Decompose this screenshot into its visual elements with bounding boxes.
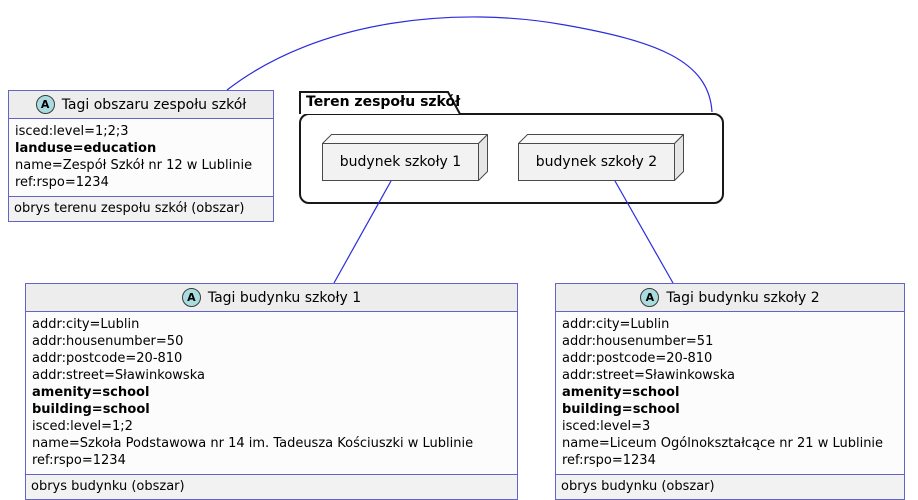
abstract-a-icon: A <box>181 288 201 307</box>
tag-line: amenity=school <box>562 385 680 400</box>
class-building-2-tag-list: addr:city=Lublin addr:housenumber=51 addr:… <box>556 312 904 474</box>
class-building-2-footer: obrys budynku (obszar) <box>556 474 904 499</box>
tag-line: addr:housenumber=51 <box>562 334 714 349</box>
tag-line: isced:level=3 <box>562 419 651 434</box>
tag-line: name=Liceum Ogólnokształcące nr 21 w Lub… <box>562 436 884 451</box>
tag-line: name=Szkoła Podstawowa nr 14 im. Tadeusz… <box>32 436 474 451</box>
class-building-1-tag-list: addr:city=Lublin addr:housenumber=50 addr:… <box>26 312 517 474</box>
class-building-1-footer: obrys budynku (obszar) <box>26 474 517 499</box>
node-3d-shape <box>517 133 685 182</box>
abstract-a-icon: A <box>35 95 55 114</box>
tag-line: isced:level=1;2 <box>32 419 133 434</box>
class-building-2-header: A Tagi budynku szkoły 2 <box>556 284 904 312</box>
tag-line: ref:rspo=1234 <box>15 175 109 190</box>
tag-line: addr:street=Sławinkowska <box>32 368 205 383</box>
class-area-title: Tagi obszaru zespołu szkół <box>61 96 247 113</box>
class-area-tag-list: isced:level=1;2;3 landuse=education name=Z… <box>9 119 273 196</box>
tag-line: addr:city=Lublin <box>562 317 670 332</box>
class-building-1-title: Tagi budynku szkoły 1 <box>207 289 362 306</box>
tag-line: amenity=school <box>32 385 150 400</box>
tag-line: name=Zespół Szkół nr 12 w Lublinie <box>15 158 253 173</box>
package-title: Teren zespołu szkół <box>306 94 461 110</box>
tag-line: addr:housenumber=50 <box>32 334 184 349</box>
class-building-1-tags: A Tagi budynku szkoły 1 addr:city=Lublin… <box>25 283 518 500</box>
node-building-1-label: budynek szkoły 1 <box>339 154 462 170</box>
class-area-footer: obrys terenu zespołu szkół (obszar) <box>9 196 273 221</box>
tag-line: addr:postcode=20-810 <box>32 351 183 366</box>
tag-line: landuse=education <box>15 141 157 156</box>
tag-line: addr:street=Sławinkowska <box>562 368 735 383</box>
tag-line: ref:rspo=1234 <box>562 453 656 468</box>
tag-line: isced:level=1;2;3 <box>15 124 129 139</box>
class-area-tags: A Tagi obszaru zespołu szkół isced:level… <box>8 90 274 222</box>
class-building-2-title: Tagi budynku szkoły 2 <box>666 289 820 306</box>
class-area-header: A Tagi obszaru zespołu szkół <box>9 91 273 119</box>
tag-line: addr:city=Lublin <box>32 317 140 332</box>
node-building-2: budynek szkoły 2 <box>517 133 685 182</box>
class-building-1-header: A Tagi budynku szkoły 1 <box>26 284 517 312</box>
abstract-a-icon: A <box>640 288 660 307</box>
tag-line: ref:rspo=1234 <box>32 453 126 468</box>
package-tab: Teren zespołu szkół <box>299 91 467 115</box>
class-building-2-tags: A Tagi budynku szkoły 2 addr:city=Lublin… <box>555 283 905 500</box>
tag-line: building=school <box>562 402 680 417</box>
node-building-1: budynek szkoły 1 <box>321 133 489 182</box>
tag-line: addr:postcode=20-810 <box>562 351 713 366</box>
node-building-2-label: budynek szkoły 2 <box>535 154 658 170</box>
node-3d-shape <box>321 133 489 182</box>
tag-line: building=school <box>32 402 150 417</box>
